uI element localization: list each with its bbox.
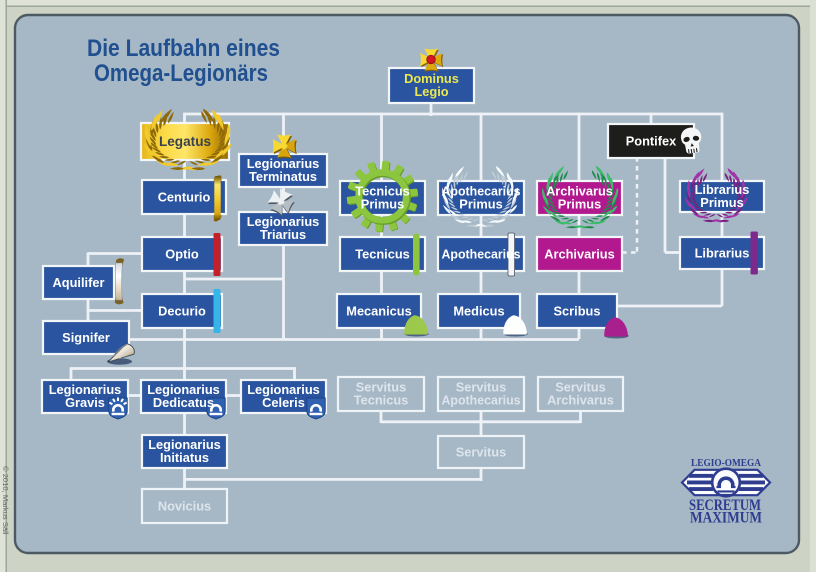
svg-text:Primus: Primus (459, 197, 502, 212)
svg-text:Primus: Primus (700, 195, 743, 210)
svg-text:Centurio: Centurio (158, 190, 211, 205)
svg-text:Apothecarius: Apothecarius (442, 247, 521, 262)
svg-text:Mecanicus: Mecanicus (346, 304, 411, 319)
svg-text:Gravis: Gravis (65, 395, 105, 410)
svg-text:Celeris: Celeris (262, 395, 305, 410)
svg-text:Legatus: Legatus (159, 134, 211, 149)
svg-text:Servitus: Servitus (456, 445, 507, 460)
svg-text:Archivarius: Archivarius (544, 247, 614, 262)
svg-text:Apothecarius: Apothecarius (442, 393, 521, 408)
svg-text:Initiatus: Initiatus (160, 450, 209, 465)
svg-text:Medicus: Medicus (453, 304, 504, 319)
svg-text:Archivarus: Archivarus (547, 393, 614, 408)
svg-text:Triarius: Triarius (260, 227, 306, 242)
svg-text:© 2010, Markus Säll: © 2010, Markus Säll (1, 466, 10, 535)
svg-text:Dedicatus: Dedicatus (153, 395, 214, 410)
svg-text:Novicius: Novicius (158, 499, 211, 514)
svg-text:Scribus: Scribus (554, 304, 601, 319)
svg-text:Pontifex: Pontifex (626, 134, 677, 149)
svg-text:Librarius: Librarius (695, 246, 750, 261)
svg-text:Omega-Legionärs: Omega-Legionärs (94, 60, 268, 87)
svg-text:Die Laufbahn eines: Die Laufbahn eines (87, 35, 280, 62)
svg-text:Primus: Primus (361, 197, 404, 212)
svg-text:Decurio: Decurio (158, 304, 206, 319)
svg-text:Primus: Primus (558, 197, 601, 212)
svg-text:Signifer: Signifer (62, 330, 110, 345)
svg-text:Tecnicus: Tecnicus (355, 247, 410, 262)
svg-text:Terminatus: Terminatus (249, 169, 317, 184)
svg-text:MAXIMUM: MAXIMUM (690, 510, 762, 527)
svg-text:Legio: Legio (414, 84, 448, 99)
svg-text:Tecnicus: Tecnicus (354, 393, 409, 408)
svg-text:Aquilifer: Aquilifer (53, 275, 105, 290)
svg-text:LEGIO-OMEGA: LEGIO-OMEGA (691, 458, 761, 469)
svg-text:Optio: Optio (165, 247, 199, 262)
